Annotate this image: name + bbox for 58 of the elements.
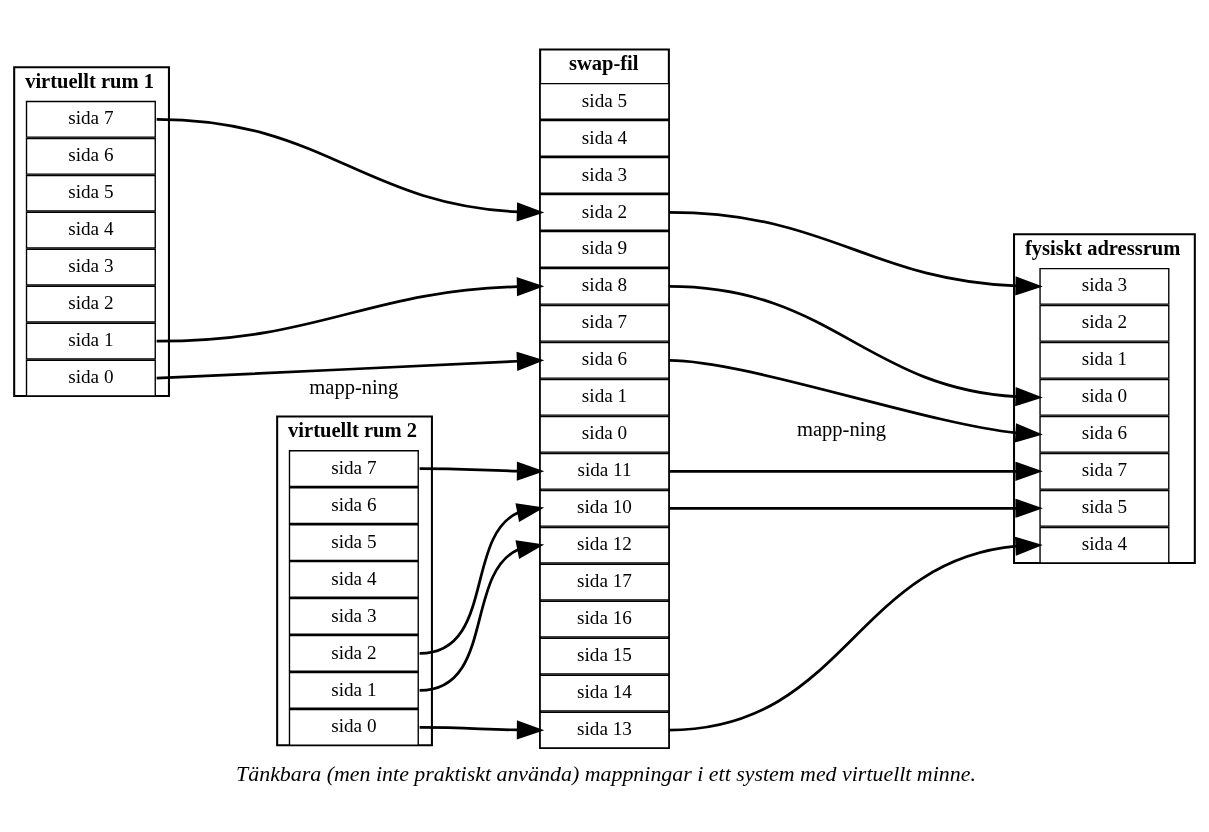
node-box: sida 4 xyxy=(288,560,419,598)
node-box: sida 5 xyxy=(25,174,156,212)
node-box: sida 1 xyxy=(539,378,670,416)
node-box: sida 5 xyxy=(539,82,670,120)
node-box: sida 13 xyxy=(539,711,670,749)
arrow xyxy=(668,284,1043,406)
node-box: sida 14 xyxy=(539,674,670,712)
arrow xyxy=(668,536,1043,731)
node-box: sida 3 xyxy=(1039,267,1170,305)
node-box: sida 5 xyxy=(1039,489,1170,527)
arrow xyxy=(668,210,1043,295)
node-box: sida 1 xyxy=(288,671,419,709)
node-box: sida 4 xyxy=(539,119,670,157)
node-box: sida 15 xyxy=(539,637,670,675)
arrow xyxy=(419,502,545,655)
node-box: sida 5 xyxy=(288,523,419,561)
node-box: sida 7 xyxy=(288,449,419,487)
arrow xyxy=(419,539,545,692)
node-box: sida 4 xyxy=(25,211,156,249)
node-box: sida 6 xyxy=(288,486,419,524)
node-box: sida 6 xyxy=(539,341,670,379)
caption: Tänkbara (men inte praktiskt använda) mappningar i ett system med virtuellt minne. xyxy=(236,760,976,786)
node-box: sida 12 xyxy=(539,526,670,564)
node-box: sida 16 xyxy=(539,600,670,638)
node-box: sida 1 xyxy=(1039,341,1170,379)
node-box: sida 6 xyxy=(1039,415,1170,453)
node-box: sida 7 xyxy=(539,304,670,342)
label: mapp-ning xyxy=(309,375,399,398)
node-box: sida 0 xyxy=(539,415,670,453)
node-box: sida 2 xyxy=(25,285,156,323)
node-box: sida 3 xyxy=(288,597,419,635)
node-box: sida 4 xyxy=(1039,526,1170,564)
arrow xyxy=(419,719,545,740)
node-box: sida 0 xyxy=(25,359,156,397)
node-box: sida 3 xyxy=(25,248,156,286)
node-box: sida 2 xyxy=(288,634,419,672)
node-box: sida 17 xyxy=(539,563,670,601)
node-box: sida 9 xyxy=(539,230,670,268)
arrow xyxy=(156,276,545,343)
node-box: sida 0 xyxy=(1039,378,1170,416)
node-box: sida 3 xyxy=(539,156,670,194)
arrow xyxy=(419,461,545,481)
node-box: sida 6 xyxy=(25,137,156,175)
node-box: sida 0 xyxy=(288,708,419,746)
node-box: sida 2 xyxy=(1039,304,1170,342)
node-box: sida 11 xyxy=(539,452,670,490)
arrow xyxy=(156,351,545,379)
node-box: sida 1 xyxy=(25,322,156,360)
label: mapp-ning xyxy=(796,417,886,440)
node-box: sida 8 xyxy=(539,267,670,305)
arrow xyxy=(668,461,1043,481)
arrow xyxy=(668,358,1043,442)
node-box: sida 10 xyxy=(539,489,670,527)
node-box: sida 2 xyxy=(539,193,670,231)
node-box: sida 7 xyxy=(1039,452,1170,490)
arrow xyxy=(156,117,545,221)
node-box: sida 7 xyxy=(25,100,156,138)
arrow xyxy=(668,498,1043,518)
